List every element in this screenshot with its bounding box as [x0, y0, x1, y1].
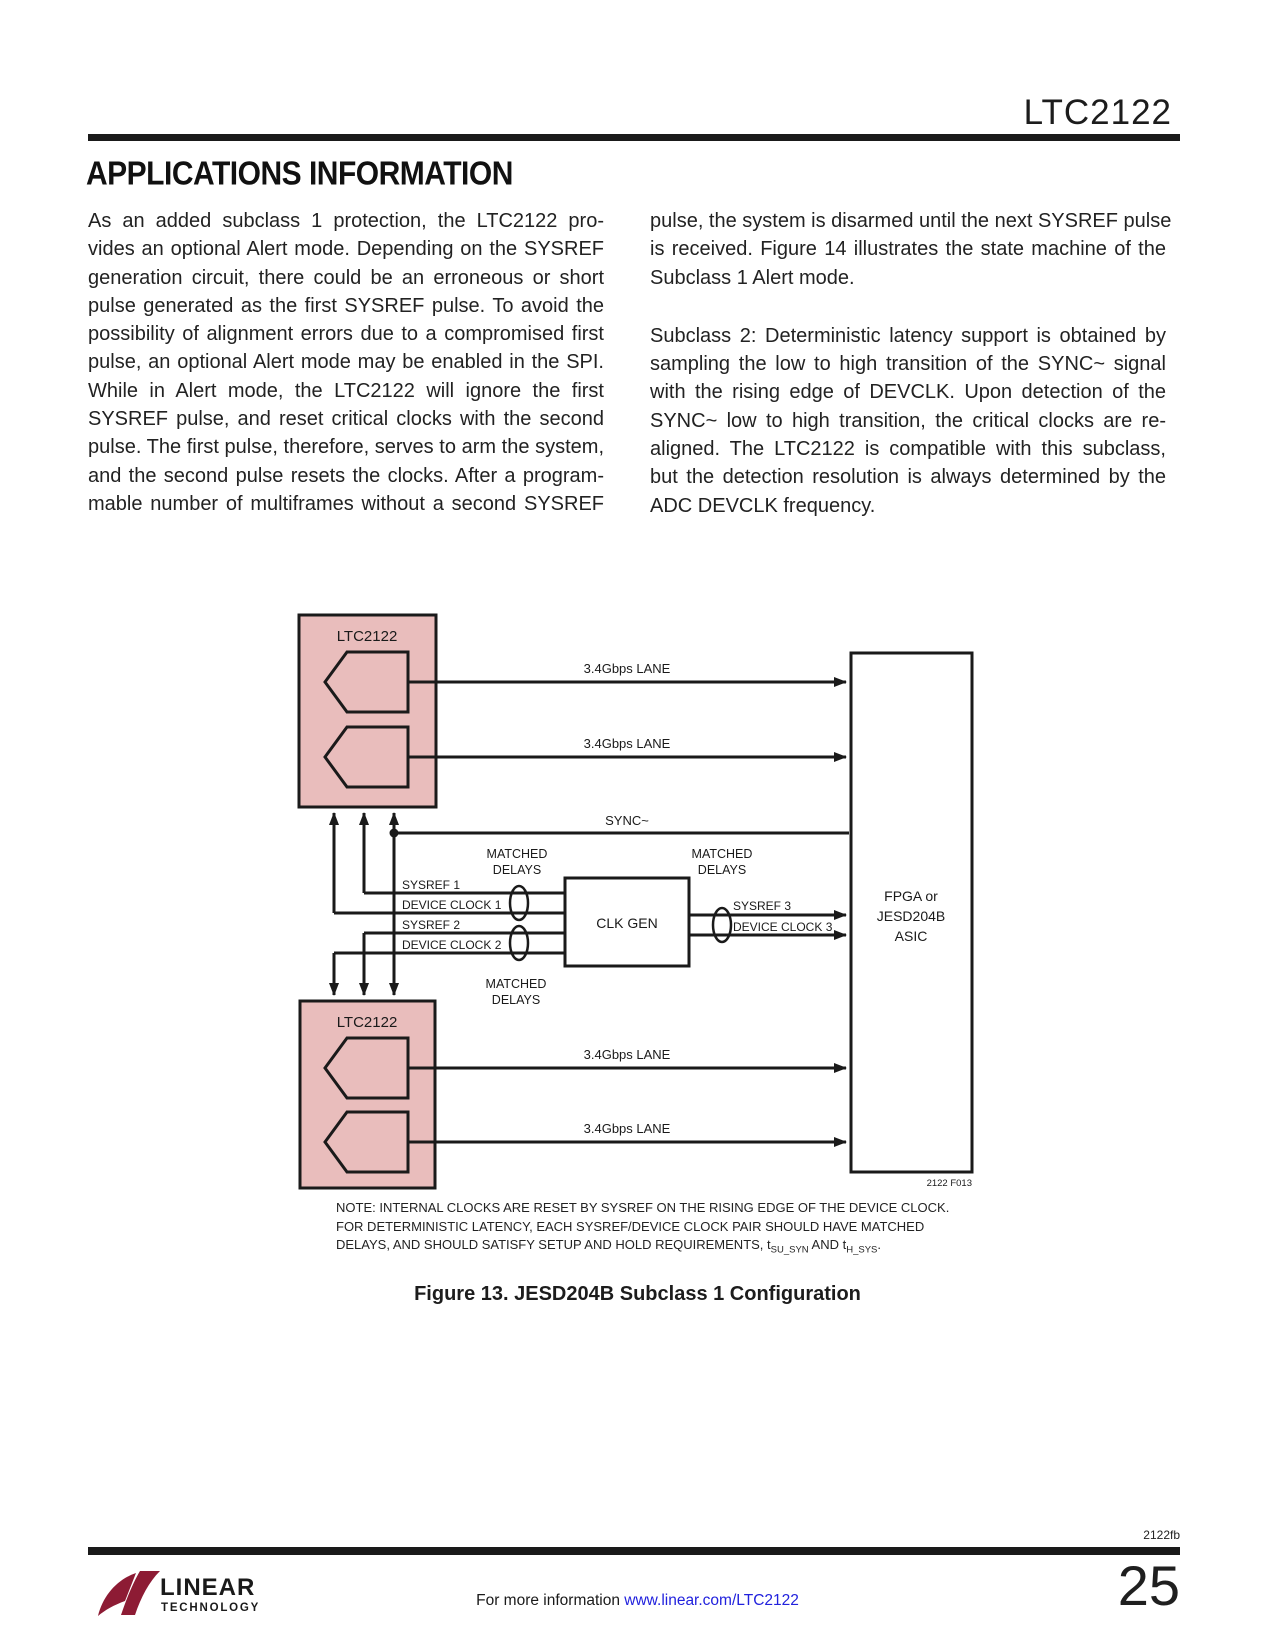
clk-gen-label: CLK GEN — [596, 915, 657, 931]
matched-delays-label: DELAYS — [492, 993, 540, 1007]
logo-text-linear: LINEAR — [160, 1574, 255, 1601]
section-title: APPLICATIONS INFORMATION — [86, 156, 513, 193]
lane-label: 3.4Gbps LANE — [584, 1121, 671, 1136]
junction-dot — [389, 828, 399, 838]
clk-gen-block — [563, 876, 691, 968]
logo-text-technology: TECHNOLOGY — [161, 1602, 260, 1614]
adc-top-label: LTC2122 — [337, 628, 398, 645]
fpga-label-line1: FPGA or — [884, 888, 938, 904]
sysref2-label: SYSREF 2 — [402, 918, 460, 932]
note-line: FOR DETERMINISTIC LATENCY, EACH SYSREF/D… — [336, 1218, 925, 1234]
matched-delay-ellipse — [711, 906, 733, 944]
lane-label: 3.4Gbps LANE — [584, 736, 671, 751]
lane-chevron-icon — [323, 1110, 410, 1174]
text-line: generation circuit, there could be an er… — [88, 266, 604, 289]
fpga-label-line3: ASIC — [895, 928, 928, 944]
device-clock1-label: DEVICE CLOCK 1 — [402, 898, 502, 912]
header-rule — [88, 134, 1180, 141]
fpga-label-line2: JESD204B — [877, 908, 945, 924]
note-line: NOTE: INTERNAL CLOCKS ARE RESET BY SYSRE… — [336, 1200, 950, 1215]
figure-13-diagram: LTC2122 LTC2122 FPGA or JESD204B ASIC 3.… — [297, 613, 974, 1190]
device-clock3-label: DEVICE CLOCK 3 — [733, 920, 833, 934]
page-number: 25 — [1117, 1554, 1180, 1617]
text-line: and the second pulse resets the clocks. … — [88, 464, 604, 487]
matched-delays-label: MATCHED — [486, 977, 547, 991]
matched-delays-label: MATCHED — [487, 847, 548, 861]
text-line: sampling the low to high transition of t… — [650, 353, 1166, 376]
footer-link[interactable]: www.linear.com/LTC2122 — [624, 1592, 799, 1609]
text-line: SYNC~ low to high transition, the critic… — [650, 409, 1166, 432]
text-line: possibility of alignment errors due to a… — [88, 323, 604, 346]
footer-rule — [88, 1547, 1180, 1555]
device-clock2-label: DEVICE CLOCK 2 — [402, 938, 502, 952]
footer-info: For more information www.linear.com/LTC2… — [0, 1592, 1275, 1610]
text-line: pulse. The first pulse, therefore, serve… — [88, 436, 604, 459]
text-line: is received. Figure 14 illustrates the s… — [650, 238, 1166, 261]
matched-delay-ellipse — [508, 884, 530, 922]
subscript: H_SYS — [846, 1244, 878, 1256]
subscript: SU_SYN — [770, 1244, 809, 1256]
text-line: aligned. The LTC2122 is compatible with … — [650, 438, 1166, 461]
doc-code: 2122fb — [1143, 1528, 1180, 1542]
text-line: Subclass 2: Deterministic latency suppor… — [650, 324, 1166, 347]
text-line: As an added subclass 1 protection, the L… — [88, 210, 604, 232]
text-line: Subclass 1 Alert mode. — [650, 266, 855, 289]
footer-info-text: For more information — [476, 1592, 625, 1609]
part-number: LTC2122 — [1023, 93, 1172, 132]
logo-mark-icon — [121, 1571, 160, 1615]
text-line: While in Alert mode, the LTC2122 will ig… — [88, 379, 604, 402]
adc-bottom-label: LTC2122 — [337, 1014, 398, 1031]
text-line: SYSREF pulse, and reset critical clocks … — [88, 408, 604, 431]
text-line: mable number of multiframes without a se… — [88, 492, 604, 515]
text-line: vides an optional Alert mode. Depending … — [88, 238, 604, 261]
paragraph: pulse, the system is disarmed until the … — [650, 207, 1172, 292]
matched-delays-label: DELAYS — [698, 863, 746, 877]
text-line: pulse generated as the first SYSREF puls… — [88, 294, 604, 317]
paragraph: Subclass 2: Deterministic latency suppor… — [650, 322, 1166, 520]
matched-delays-label: MATCHED — [692, 847, 753, 861]
logo-mark-icon — [98, 1573, 136, 1616]
note-line: DELAYS, AND SHOULD SATISFY SETUP AND HOL… — [336, 1237, 882, 1256]
lane-label: 3.4Gbps LANE — [584, 661, 671, 676]
sync-label: SYNC~ — [605, 813, 649, 828]
lane-chevron-icon — [323, 725, 410, 789]
figure-note: NOTE: INTERNAL CLOCKS ARE RESET BY SYSRE… — [336, 1199, 956, 1260]
lane-chevron-icon — [323, 1036, 410, 1100]
figure-caption: Figure 13. JESD204B Subclass 1 Configura… — [414, 1283, 861, 1305]
sysref3-label: SYSREF 3 — [733, 899, 791, 913]
lane-chevron-icon — [323, 650, 410, 714]
matched-delays-label: DELAYS — [493, 863, 541, 877]
lane-label: 3.4Gbps LANE — [584, 1047, 671, 1062]
text-line: pulse, the system is disarmed until the … — [650, 210, 1172, 232]
figure-code: 2122 F013 — [927, 1178, 972, 1189]
text-line: ADC DEVCLK frequency. — [650, 494, 876, 517]
linear-technology-logo: LINEAR TECHNOLOGY — [98, 1571, 260, 1616]
body-column-right: pulse, the system is disarmed until the … — [650, 207, 1172, 520]
text-line: with the rising edge of DEVCLK. Upon det… — [650, 381, 1166, 404]
text-line: pulse, an optional Alert mode may be ena… — [88, 351, 604, 374]
body-column-left: As an added subclass 1 protection, the L… — [88, 207, 604, 518]
matched-delay-ellipse — [508, 924, 530, 962]
text-line: but the detection resolution is always d… — [650, 466, 1166, 489]
fpga-block — [849, 651, 974, 1174]
sysref1-label: SYSREF 1 — [402, 878, 460, 892]
